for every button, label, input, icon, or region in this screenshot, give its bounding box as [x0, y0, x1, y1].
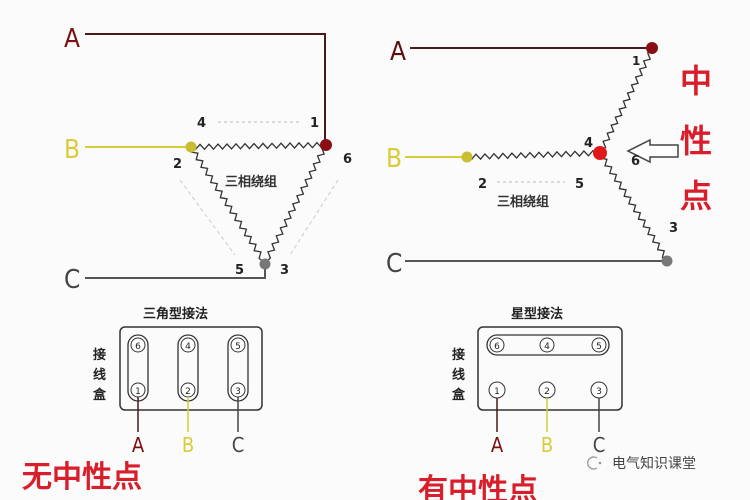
delta-caption: 无中性点: [22, 460, 142, 495]
lead-b-label: B: [182, 433, 194, 457]
arrow-left-icon: [626, 138, 679, 164]
svg-text:2: 2: [185, 387, 191, 397]
terminal-1: 1: [632, 54, 640, 68]
terminal: 4: [539, 337, 555, 353]
svg-text:1: 1: [135, 387, 141, 397]
terminal: 6: [489, 337, 505, 353]
terminal: 2: [538, 381, 556, 399]
winding-coil: [466, 149, 601, 161]
terminal: 4: [180, 337, 196, 353]
delta-diagram: A B C 4 1 2 6 5 3 三相绕组: [64, 24, 352, 295]
box-side-label-3: 盒: [93, 387, 107, 403]
phase-c-label: C: [386, 249, 402, 279]
terminal: 5: [591, 337, 607, 353]
star-caption: 有中性点: [418, 473, 538, 500]
lead-b-label: B: [541, 433, 553, 457]
lead-c-label: C: [593, 433, 606, 457]
svg-text:4: 4: [185, 342, 191, 352]
node-b: [185, 141, 197, 153]
link-bar: [486, 334, 610, 356]
winding-label: 三相绕组: [497, 194, 549, 210]
terminal-2: 2: [173, 157, 182, 172]
winding-coil: [599, 49, 653, 154]
phase-a-label: A: [64, 24, 80, 54]
svg-text:2: 2: [544, 387, 550, 397]
winding-coil: [599, 152, 668, 261]
winding-label: 三相绕组: [225, 174, 277, 190]
svg-text:6: 6: [135, 342, 141, 352]
neutral-label-3: 点: [680, 177, 712, 215]
svg-text:6: 6: [494, 342, 500, 352]
box-side-label-3: 盒: [452, 387, 466, 403]
terminal-box: [477, 326, 623, 411]
svg-text:5: 5: [596, 342, 602, 352]
terminal-3: 3: [280, 263, 289, 278]
dashed-guide: [179, 179, 236, 256]
lead-a-label: A: [491, 433, 504, 457]
box-title: 星型接法: [511, 306, 563, 322]
terminal-4: 4: [584, 136, 593, 151]
terminal: 3: [230, 382, 246, 398]
terminal: 2: [180, 382, 196, 398]
svg-text:5: 5: [235, 342, 241, 352]
box-title: 三角型接法: [143, 306, 208, 322]
terminal: 5: [230, 337, 246, 353]
terminal-5: 5: [235, 263, 244, 278]
box-side-label-2: 线: [452, 367, 465, 383]
neutral-label-1: 中: [680, 62, 712, 100]
svg-text:3: 3: [596, 387, 602, 397]
terminal: 1: [130, 382, 146, 398]
lead-c-label: C: [232, 433, 245, 457]
terminal: 3: [590, 381, 608, 399]
winding-coil: [190, 146, 266, 264]
star-diagram: A B C 1 4 6 2 5 3 三相绕组 中 性 点: [386, 37, 712, 279]
phase-c-label: C: [64, 265, 80, 295]
winding-coil: [264, 144, 327, 264]
phase-b-label: B: [64, 135, 80, 165]
terminal: 6: [130, 337, 146, 353]
node-b: [461, 151, 473, 163]
terminal: 1: [488, 381, 506, 399]
svg-text:1: 1: [494, 387, 500, 397]
phase-b-label: B: [386, 144, 402, 174]
terminal-2: 2: [478, 177, 487, 192]
terminal-3: 3: [669, 221, 678, 236]
phase-a-wire: [85, 33, 326, 145]
node-c: [259, 258, 271, 270]
source-label: 电气知识课堂: [612, 455, 696, 472]
node-c: [661, 255, 673, 267]
terminal-1: 1: [310, 116, 319, 131]
node-a: [646, 42, 658, 54]
terminal-6: 6: [343, 152, 352, 167]
box-side-label-1: 接: [452, 347, 465, 363]
svg-text:3: 3: [235, 387, 241, 397]
node-a: [320, 139, 332, 151]
terminal-box: [119, 326, 263, 411]
delta-terminal-box: 三角型接法 接 线 盒 6 4 5 1 2 3 A B C 无中性点: [22, 306, 263, 495]
svg-text:4: 4: [544, 342, 550, 352]
neutral-point-dot: [593, 146, 607, 160]
dashed-guide: [289, 179, 339, 256]
phase-a-label: A: [390, 37, 406, 67]
wechat-icon: [587, 456, 602, 470]
star-terminal-box: 星型接法 接 线 盒 6 4 5 1 2 3 A B C 有中性点: [418, 306, 623, 500]
terminal-5: 5: [575, 177, 584, 192]
winding-coil: [190, 141, 327, 151]
box-side-label-1: 接: [93, 347, 106, 363]
terminal-4: 4: [197, 116, 206, 131]
lead-a-label: A: [132, 433, 145, 457]
source-watermark: 电气知识课堂: [587, 455, 696, 472]
neutral-label-2: 性: [680, 122, 712, 160]
box-side-label-2: 线: [93, 367, 106, 383]
terminal-6: 6: [631, 154, 640, 169]
